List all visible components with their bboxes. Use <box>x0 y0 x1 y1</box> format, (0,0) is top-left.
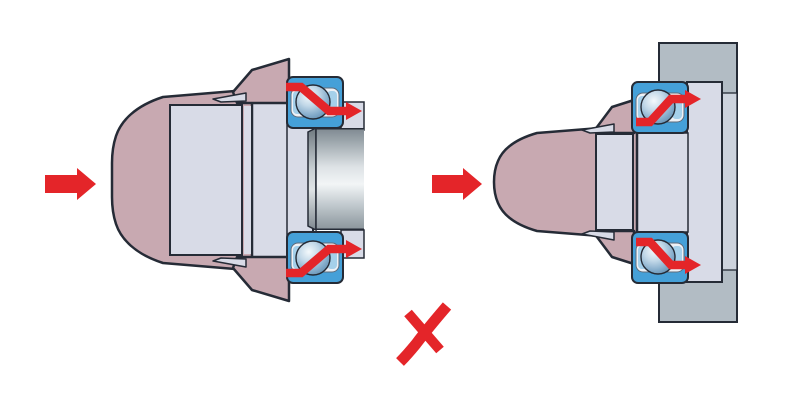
bearing-bore-section <box>635 132 689 233</box>
force-path-bottom <box>286 244 347 278</box>
force-arrowhead-bottom <box>346 240 362 258</box>
applied-force-arrow-icon <box>45 168 96 200</box>
tool-bore <box>595 133 634 231</box>
sleeve-lip-bottom <box>581 230 615 241</box>
cross-stroke-short <box>404 309 444 354</box>
shaft-edge-lines <box>315 128 364 230</box>
force-path-bottom <box>636 237 686 270</box>
sleeve-lip-bottom <box>212 257 247 268</box>
housing-web <box>721 92 738 271</box>
force-arrowhead-top <box>346 102 362 120</box>
housing-bore <box>686 81 723 283</box>
force-arrowhead-top <box>685 90 701 108</box>
sleeve-lip-top <box>212 92 247 103</box>
force-arrowhead-bottom <box>685 256 701 274</box>
tool-face-gap <box>244 106 251 254</box>
force-path-top <box>636 94 686 127</box>
sleeve-lip-top <box>581 123 615 134</box>
panel-housing-mounting <box>432 42 738 323</box>
panel-shaft-mounting <box>45 57 365 303</box>
shaft-chamfer <box>307 126 317 232</box>
applied-force-arrow-icon <box>432 168 482 200</box>
incorrect-cross-icon <box>396 302 452 366</box>
shaft <box>316 128 364 230</box>
tool-bore <box>169 104 243 256</box>
force-path-top <box>286 82 347 116</box>
cross-stroke-long <box>396 302 452 366</box>
